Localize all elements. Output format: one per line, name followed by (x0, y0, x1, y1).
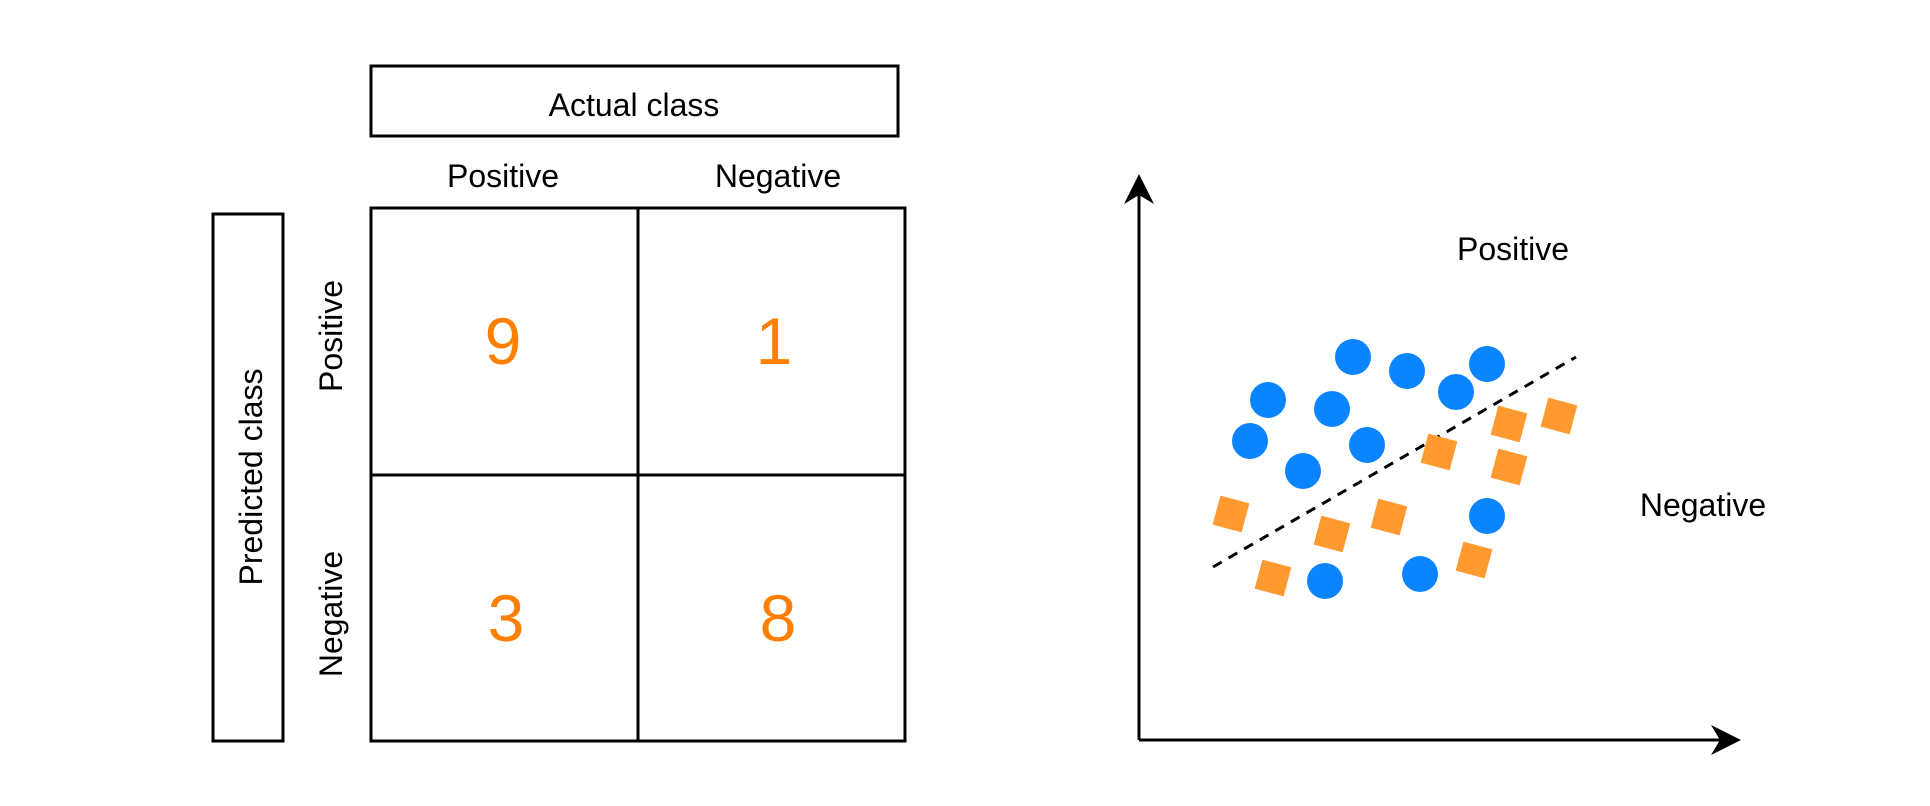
circle-point (1402, 556, 1438, 592)
row-label-positive: Positive (313, 280, 349, 392)
circle-point (1285, 453, 1321, 489)
actual-class-box (369, 64, 900, 138)
region-label-negative: Negative (1640, 487, 1766, 523)
circle-point (1335, 339, 1371, 375)
scatter-diagram: Positive Negative (1124, 174, 1766, 755)
circle-point (1232, 423, 1268, 459)
circle-point (1349, 427, 1385, 463)
region-label-positive: Positive (1457, 231, 1569, 267)
confusion-matrix: Actual class Positive Negative Predicted… (211, 64, 907, 743)
decision-boundary (1212, 355, 1577, 569)
circle-points (1232, 339, 1505, 599)
square-point (1370, 498, 1408, 536)
square-point (1212, 495, 1250, 533)
circle-point (1307, 563, 1343, 599)
square-point (1420, 433, 1458, 471)
square-point (1455, 541, 1493, 579)
column-label-positive: Positive (447, 158, 559, 194)
cell-false-positive: 1 (756, 304, 793, 378)
square-point (1490, 448, 1528, 486)
square-point (1254, 559, 1292, 597)
cell-true-negative: 8 (760, 581, 797, 655)
circle-point (1438, 374, 1474, 410)
square-point (1313, 515, 1351, 553)
predicted-class-label: Predicted class (233, 369, 269, 586)
circle-point (1314, 391, 1350, 427)
circle-point (1250, 382, 1286, 418)
square-points (1212, 397, 1578, 597)
circle-point (1389, 353, 1425, 389)
circle-point (1469, 346, 1505, 382)
actual-class-label: Actual class (549, 87, 720, 123)
cell-true-positive: 9 (485, 304, 522, 378)
square-point (1490, 405, 1528, 443)
row-label-negative: Negative (313, 551, 349, 677)
cell-false-negative: 3 (488, 581, 525, 655)
column-label-negative: Negative (715, 158, 841, 194)
circle-point (1469, 498, 1505, 534)
predicted-class-box (211, 212, 285, 743)
square-point (1540, 397, 1578, 435)
